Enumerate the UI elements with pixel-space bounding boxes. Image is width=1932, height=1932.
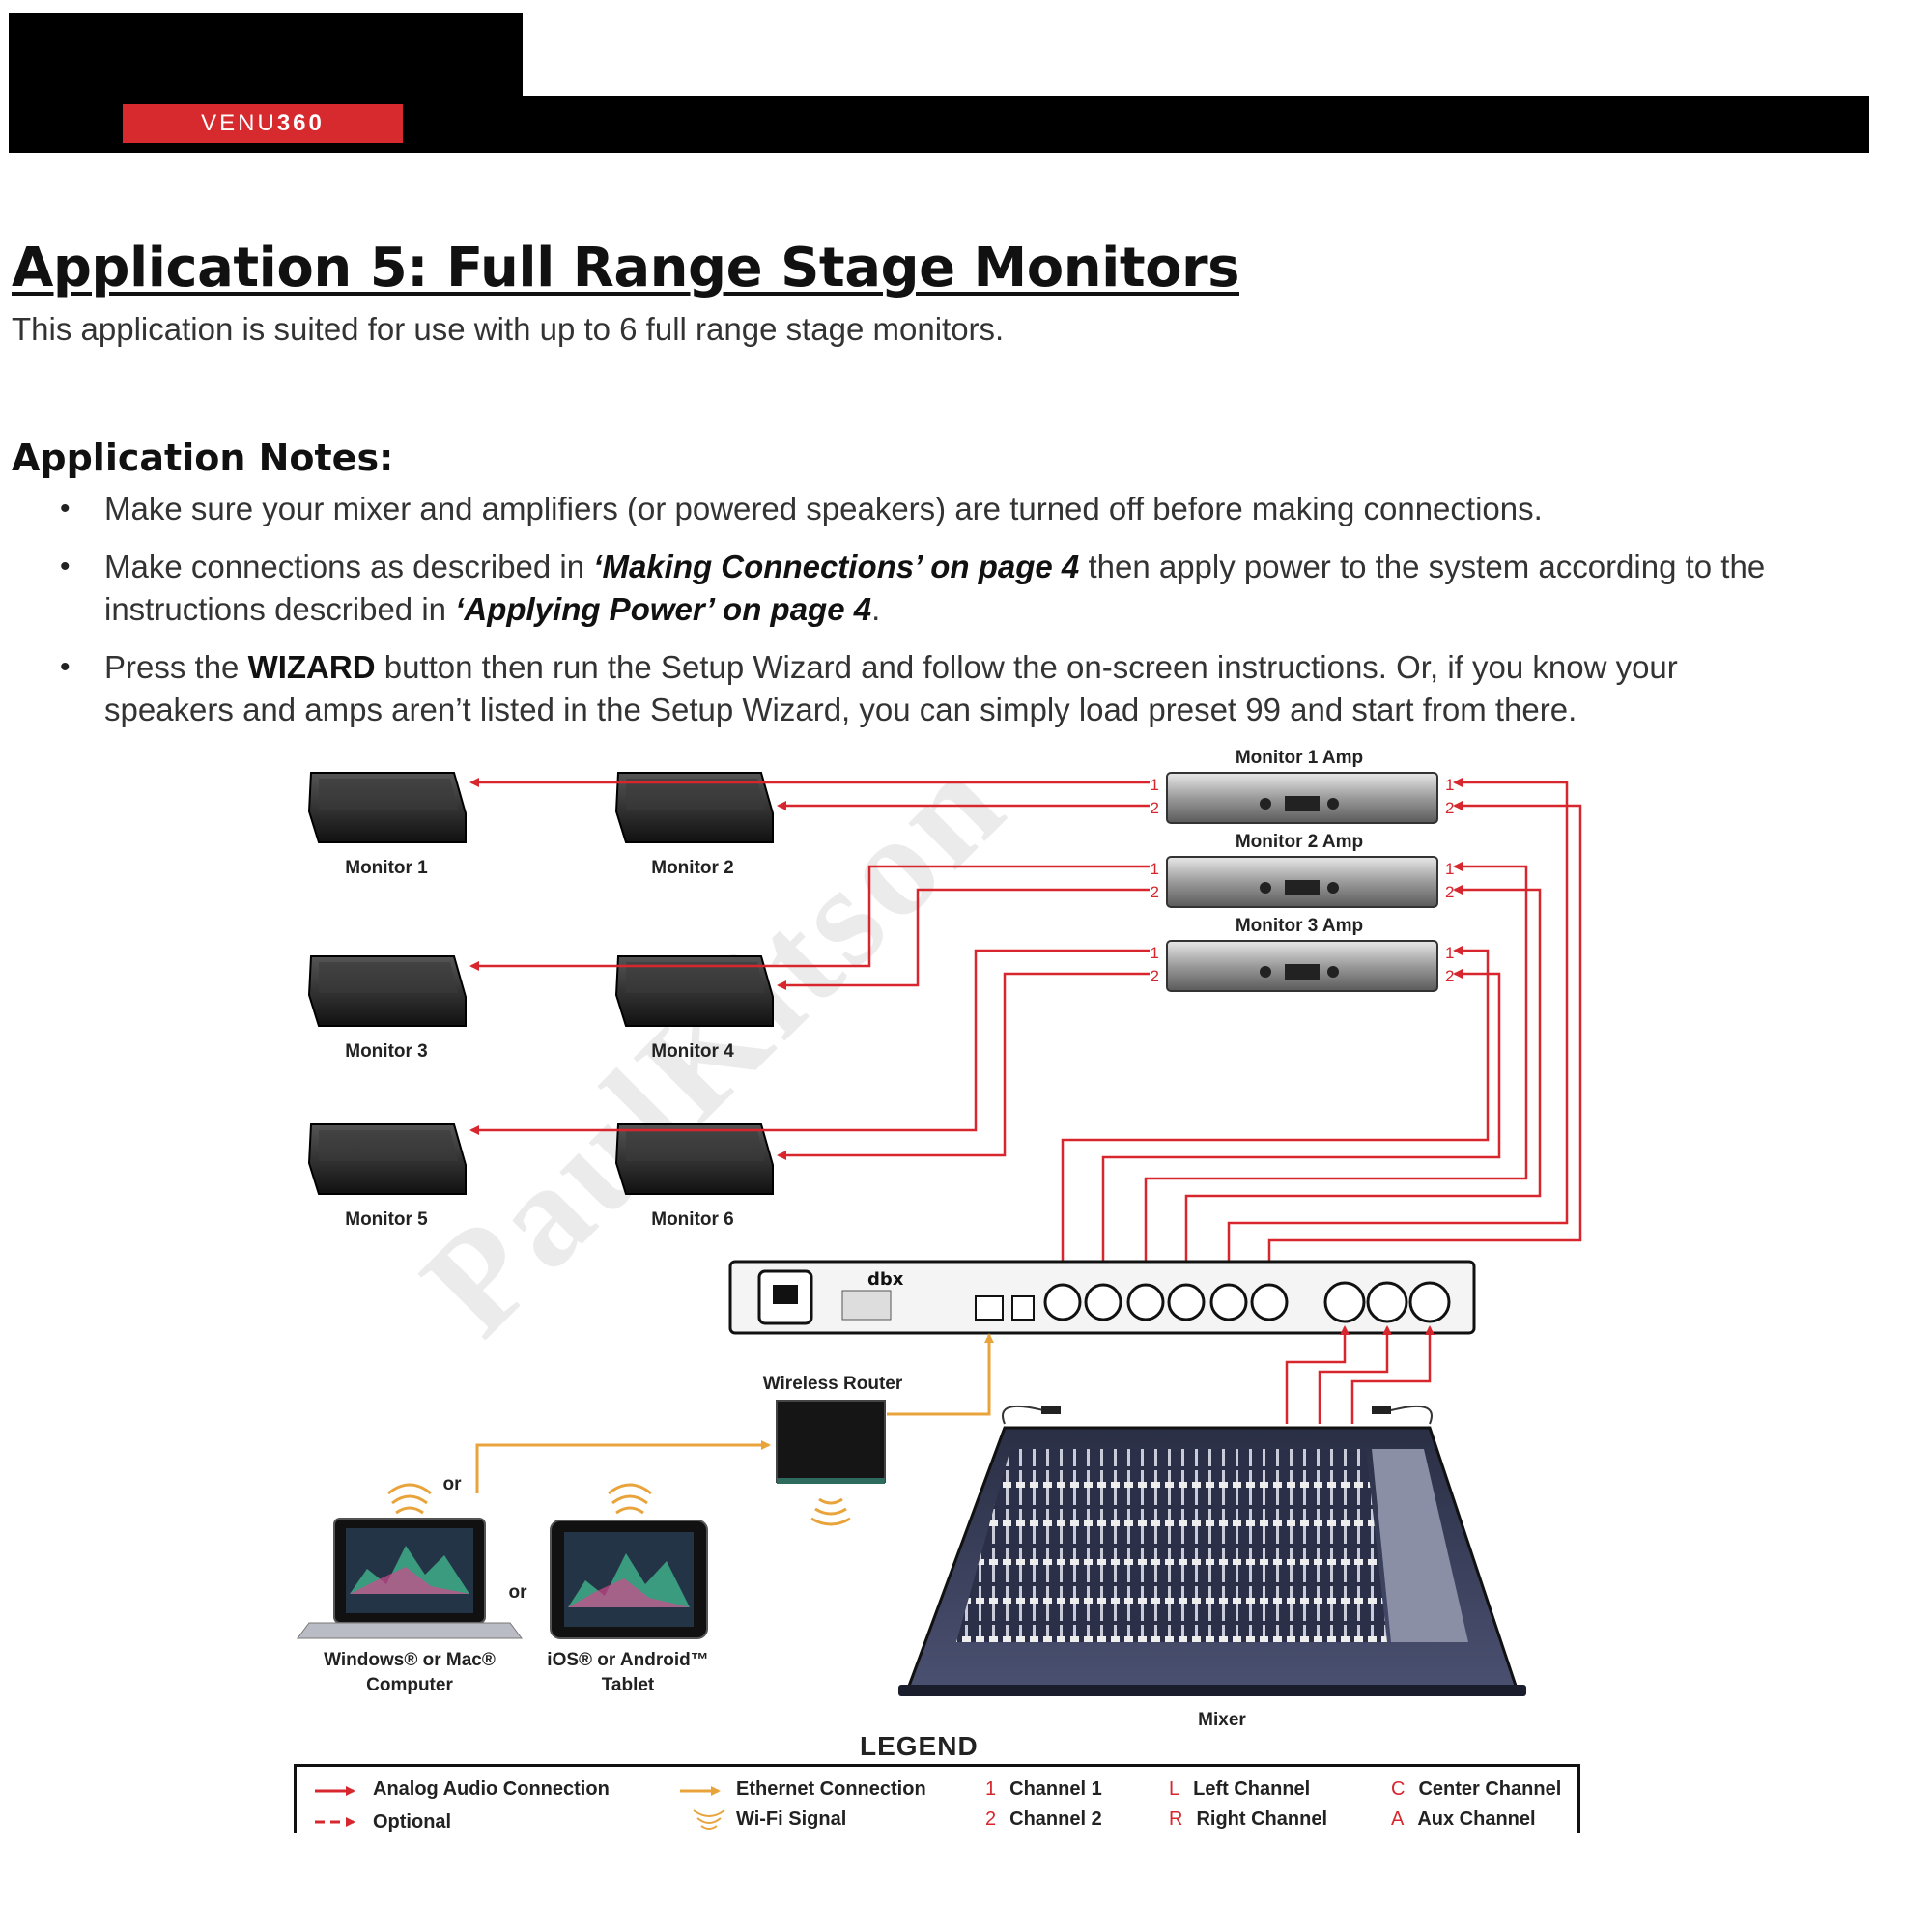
brand-prefix: VENU — [201, 110, 277, 136]
tablet-label-line2: Tablet — [602, 1675, 655, 1695]
mixer-label: Mixer — [1198, 1710, 1246, 1730]
monitor-4: Monitor 4 — [614, 955, 774, 1062]
legend-center: C Center Channel — [1391, 1778, 1561, 1801]
tablet: iOS® or Android™ Tablet — [547, 1483, 709, 1695]
amp-3-in-1: 1 — [1151, 944, 1159, 962]
monitor-2: Monitor 2 — [614, 772, 774, 878]
note-item: Make sure your mixer and amplifiers (or … — [60, 488, 1799, 530]
processor-output-cables — [1061, 778, 1582, 1293]
note-2-ref-applying-power: ‘Applying Power’ on page 4 — [455, 591, 872, 627]
computer-label-line2: Computer — [366, 1675, 453, 1695]
venu360-processor: dbx — [728, 1260, 1476, 1335]
computer-label-line1: Windows® or Mac® — [324, 1650, 496, 1670]
monitor-2-label: Monitor 2 — [651, 858, 734, 878]
monitor-5-label: Monitor 5 — [345, 1209, 428, 1230]
amp-2-out-2: 2 — [1445, 883, 1454, 901]
monitor-3: Monitor 3 — [307, 955, 467, 1062]
amp-1-out-1: 1 — [1445, 776, 1454, 794]
note-2-text-a: Make connections as described in — [104, 549, 594, 584]
legend-analog: Analog Audio Connection — [373, 1778, 610, 1800]
speaker-cables — [469, 778, 1150, 1160]
monitor-4-label: Monitor 4 — [651, 1041, 734, 1062]
legend-aux-key: A — [1391, 1808, 1405, 1830]
legend-channel-2-key: 2 — [985, 1808, 997, 1830]
legend-channel-2-label: Channel 2 — [1009, 1808, 1102, 1830]
monitor-1-label: Monitor 1 — [345, 858, 428, 878]
brand-suffix: 360 — [276, 110, 325, 136]
wifi-icon — [387, 1483, 432, 1515]
legend-left-key: L — [1169, 1778, 1180, 1800]
amp-2-out-1: 1 — [1445, 860, 1454, 878]
legend-channel-2: 2 Channel 2 — [985, 1808, 1102, 1831]
laptop: or Windows® or Mac® Computer — [297, 1474, 523, 1695]
processor-logo: dbx — [867, 1269, 904, 1290]
amp-1: Monitor 1 Amp 1 2 1 2 — [1151, 748, 1454, 824]
monitor-6-label: Monitor 6 — [651, 1209, 734, 1230]
legend-box — [294, 1764, 1580, 1833]
note-1-text: Make sure your mixer and amplifiers (or … — [104, 491, 1543, 526]
legend-wifi-icon — [693, 1809, 725, 1830]
amp-3-label: Monitor 3 Amp — [1236, 916, 1363, 936]
note-item: Press the WIZARD button then run the Set… — [60, 646, 1799, 731]
legend-right-key: R — [1169, 1808, 1183, 1830]
page-subtitle: This application is suited for use with … — [12, 311, 1005, 347]
legend-aux-label: Aux Channel — [1417, 1808, 1536, 1830]
note-3-wizard: WIZARD — [247, 649, 376, 685]
notes-list: Make sure your mixer and amplifiers (or … — [60, 488, 1799, 747]
notes-heading: Application Notes: — [12, 437, 394, 479]
or-label-1: or — [443, 1474, 463, 1494]
monitor-6: Monitor 6 — [614, 1123, 774, 1230]
legend-right: R Right Channel — [1169, 1808, 1327, 1831]
amp-2-in-1: 1 — [1151, 860, 1159, 878]
or-label-2: or — [509, 1582, 528, 1603]
note-2-ref-making-connections: ‘Making Connections’ on page 4 — [593, 549, 1080, 584]
wireless-router: Wireless Router — [763, 1374, 903, 1526]
wifi-icon — [810, 1497, 851, 1526]
tablet-label-line1: iOS® or Android™ — [547, 1650, 708, 1670]
legend-channel-1-key: 1 — [985, 1778, 997, 1800]
ethernet-cables — [475, 1333, 994, 1493]
legend-left-label: Left Channel — [1193, 1778, 1311, 1800]
legend-channel-1-label: Channel 1 — [1009, 1778, 1102, 1800]
amp-3-in-2: 2 — [1151, 967, 1159, 985]
legend-optional: Optional — [373, 1811, 452, 1833]
amp-2-in-2: 2 — [1151, 883, 1159, 901]
amp-3: Monitor 3 Amp 1 2 1 2 — [1151, 916, 1454, 992]
amp-1-label: Monitor 1 Amp — [1236, 748, 1363, 768]
page-title: Application 5: Full Range Stage Monitors — [12, 237, 1240, 299]
legend-ethernet: Ethernet Connection — [736, 1778, 926, 1800]
amp-3-out-1: 1 — [1445, 944, 1454, 962]
legend-left: L Left Channel — [1169, 1778, 1310, 1801]
legend-title: LEGEND — [860, 1731, 979, 1761]
mixer: Mixer — [898, 1405, 1526, 1730]
legend-right-label: Right Channel — [1196, 1808, 1327, 1830]
legend-wifi: Wi-Fi Signal — [736, 1808, 847, 1830]
monitor-1: Monitor 1 — [307, 772, 467, 878]
aux-cables — [1285, 1325, 1435, 1424]
note-2-text-c: . — [871, 591, 881, 627]
processor-output-jacks — [1043, 1283, 1289, 1321]
note-3-text-a: Press the — [104, 649, 248, 685]
legend-channel-1: 1 Channel 1 — [985, 1778, 1102, 1801]
note-item: Make connections as described in ‘Making… — [60, 546, 1799, 631]
amp-1-out-2: 2 — [1445, 799, 1454, 817]
legend-center-key: C — [1391, 1778, 1406, 1800]
legend-swatches — [315, 1786, 725, 1830]
note-2-text-b: then apply power to the system according… — [104, 549, 1766, 627]
wifi-icon — [608, 1483, 652, 1515]
amp-2: Monitor 2 Amp 1 2 1 2 — [1151, 832, 1454, 908]
legend-aux: A Aux Channel — [1391, 1808, 1536, 1831]
monitor-5: Monitor 5 — [307, 1123, 467, 1230]
amp-1-in-2: 2 — [1151, 799, 1159, 817]
processor-input-jacks — [1323, 1281, 1451, 1323]
amp-2-label: Monitor 2 Amp — [1236, 832, 1363, 852]
note-3-text-b: button then run the Setup Wizard and fol… — [104, 649, 1678, 727]
amp-3-out-2: 2 — [1445, 967, 1454, 985]
amp-1-in-1: 1 — [1151, 776, 1159, 794]
monitor-3-label: Monitor 3 — [345, 1041, 428, 1062]
legend-center-label: Center Channel — [1418, 1778, 1562, 1800]
router-label: Wireless Router — [763, 1374, 903, 1394]
